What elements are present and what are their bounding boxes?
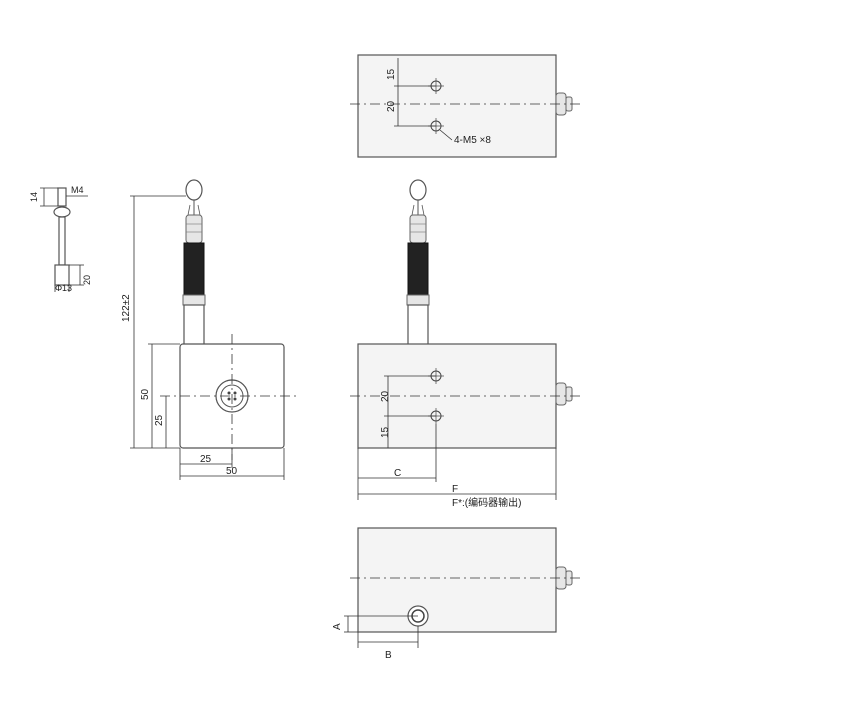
stud-base [54, 264, 70, 286]
connector-knurl [183, 242, 205, 296]
stud-phi-label: Φ [55, 283, 62, 293]
front-view: 122±2 50 25 25 50 [121, 179, 300, 480]
side-connector-nut [406, 294, 430, 306]
side-cable-gland [409, 214, 427, 244]
front-height-label: 50 [140, 388, 151, 400]
f-note-label: F*:(编码器输出) [452, 496, 521, 509]
side-connector [555, 382, 567, 406]
front-width-label: 50 [226, 466, 238, 477]
cable-ball [185, 179, 203, 201]
stud-diameter-label: 13 [62, 283, 72, 293]
stud-shaft [58, 216, 66, 266]
dim-f-label: F [452, 484, 458, 495]
front-half-width-label: 25 [200, 454, 212, 465]
stud-detail: M4 14 Φ 13 20 [29, 185, 92, 293]
cable-tube [183, 304, 205, 346]
stud-height-label: 20 [82, 275, 92, 285]
bottom-body [357, 527, 557, 633]
dim-b-label: B [385, 650, 392, 661]
dim-a-label: A [332, 623, 343, 630]
stud-collar [53, 206, 71, 218]
top-dim-20: 20 [386, 100, 397, 112]
side-connector-knurl [407, 242, 429, 296]
thread-label: M4 [71, 185, 84, 195]
side-dim-20: 20 [380, 390, 391, 402]
top-dim-15: 15 [386, 68, 397, 80]
total-length-label: 122±2 [121, 294, 132, 322]
connector-nut [182, 294, 206, 306]
top-body [357, 54, 557, 158]
cable-gland [185, 214, 203, 244]
dim-c-label: C [394, 468, 401, 479]
side-cable-ball [409, 179, 427, 201]
mount-holes-label: 4-M5 ×8 [454, 135, 491, 146]
front-half-height-label: 25 [154, 414, 165, 426]
stud-thread [57, 187, 67, 207]
bottom-view: A B [332, 527, 580, 661]
side-cable-tube [407, 304, 429, 346]
stud-length-label: 14 [29, 192, 39, 202]
side-dim-15: 15 [380, 426, 391, 438]
top-view: 15 20 4-M5 ×8 [350, 54, 580, 158]
side-view: 20 15 C F F*:(编码器输出) [350, 179, 580, 509]
